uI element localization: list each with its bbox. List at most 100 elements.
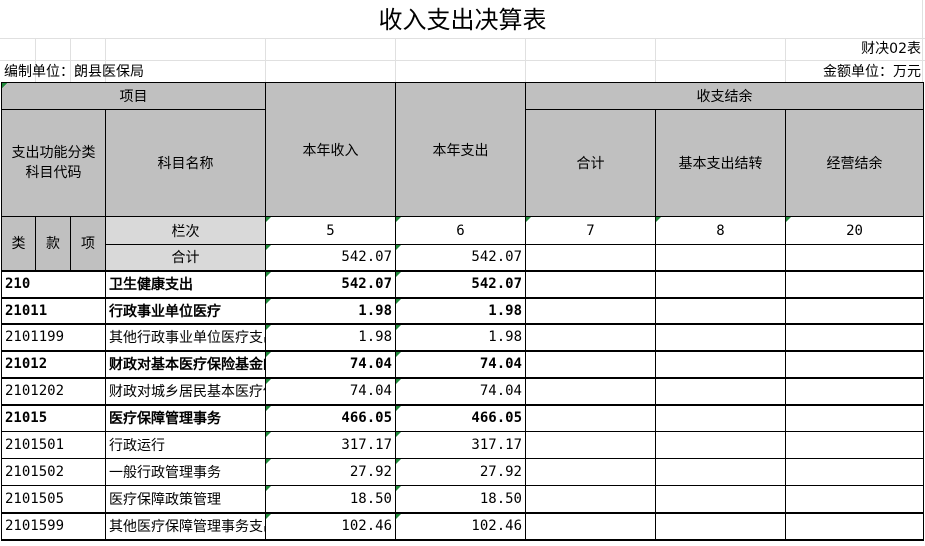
summary-basic-carryover <box>655 244 786 271</box>
row-balance-total <box>525 458 656 486</box>
header-expense: 本年支出 <box>395 82 526 217</box>
summary-label: 合计 <box>105 244 266 271</box>
row-income: 18.50 <box>265 485 396 513</box>
row-operating-balance <box>785 376 924 405</box>
report-title: 收入支出决算表 <box>378 6 547 34</box>
row-expense: 74.04 <box>395 376 526 405</box>
row-name: 财政对城乡居民基本医疗保险基金的补助 <box>105 376 266 405</box>
row-expense: 18.50 <box>395 485 526 513</box>
row-income: 317.17 <box>265 431 396 459</box>
table-row: 210 卫生健康支出 542.07 542.07 <box>1 269 924 298</box>
row-code: 21015 <box>1 403 106 432</box>
row-income: 1.98 <box>265 322 396 351</box>
row-code: 21011 <box>1 296 106 324</box>
row-expense: 466.05 <box>395 403 526 432</box>
header-operating-balance: 经营结余 <box>785 109 924 217</box>
row-income: 542.07 <box>265 269 396 298</box>
row-basic-carryover <box>655 269 786 298</box>
row-name: 其他医疗保障管理事务支出 <box>105 511 266 541</box>
row-basic-carryover <box>655 458 786 486</box>
gridline <box>0 38 925 39</box>
header-subject-name: 科目名称 <box>105 109 266 217</box>
row-operating-balance <box>785 431 924 459</box>
col-no-basic: 8 <box>655 216 786 245</box>
row-operating-balance <box>785 322 924 351</box>
row-operating-balance <box>785 485 924 513</box>
row-name: 其他行政事业单位医疗支出 <box>105 322 266 351</box>
row-expense: 1.98 <box>395 296 526 324</box>
row-income: 74.04 <box>265 349 396 378</box>
row-operating-balance <box>785 511 924 541</box>
row-expense: 74.04 <box>395 349 526 378</box>
gridline <box>265 38 266 82</box>
col-no-expense: 6 <box>395 216 526 245</box>
row-balance-total <box>525 296 656 324</box>
form-code: 财决02表 <box>861 41 921 57</box>
row-operating-balance <box>785 269 924 298</box>
row-balance-total <box>525 376 656 405</box>
gridline <box>655 38 656 82</box>
summary-income: 542.07 <box>265 244 396 271</box>
row-expense: 27.92 <box>395 458 526 486</box>
table-row: 2101505 医疗保障政策管理 18.50 18.50 <box>1 485 924 513</box>
header-basic-carryover: 基本支出结转 <box>655 109 786 217</box>
row-balance-total <box>525 485 656 513</box>
row-name: 医疗保障管理事务 <box>105 403 266 432</box>
row-income: 27.92 <box>265 458 396 486</box>
gridline <box>70 38 71 82</box>
row-balance-total <box>525 322 656 351</box>
compiling-unit: 编制单位：朗县医保局 <box>4 64 144 80</box>
row-operating-balance <box>785 296 924 324</box>
col-no-income: 5 <box>265 216 396 245</box>
row-name: 卫生健康支出 <box>105 269 266 298</box>
gridline <box>105 38 106 82</box>
row-balance-total <box>525 511 656 541</box>
header-kuan: 款 <box>35 216 71 271</box>
table-row: 2101502 一般行政管理事务 27.92 27.92 <box>1 458 924 486</box>
gridline <box>922 0 923 82</box>
row-name: 行政运行 <box>105 431 266 459</box>
row-code: 21012 <box>1 349 106 378</box>
header-balance-group: 收支结余 <box>525 82 924 110</box>
row-code: 2101502 <box>1 458 106 486</box>
row-basic-carryover <box>655 376 786 405</box>
row-code: 2101501 <box>1 431 106 459</box>
row-code: 2101505 <box>1 485 106 513</box>
row-basic-carryover <box>655 296 786 324</box>
row-balance-total <box>525 349 656 378</box>
row-operating-balance <box>785 349 924 378</box>
row-expense: 102.46 <box>395 511 526 541</box>
table-row: 2101199 其他行政事业单位医疗支出 1.98 1.98 <box>1 322 924 351</box>
col-no-operating: 20 <box>785 216 924 245</box>
row-balance-total <box>525 431 656 459</box>
row-basic-carryover <box>655 431 786 459</box>
row-income: 1.98 <box>265 296 396 324</box>
header-balance-total: 合计 <box>525 109 656 217</box>
summary-balance-total <box>525 244 656 271</box>
header-lei: 类 <box>1 216 36 271</box>
row-income: 466.05 <box>265 403 396 432</box>
table-row: 2101599 其他医疗保障管理事务支出 102.46 102.46 <box>1 511 924 541</box>
row-basic-carryover <box>655 322 786 351</box>
row-expense: 1.98 <box>395 322 526 351</box>
table-row: 2101202 财政对城乡居民基本医疗保险基金的补助 74.04 74.04 <box>1 376 924 405</box>
row-basic-carryover <box>655 511 786 541</box>
table-row: 21011 行政事业单位医疗 1.98 1.98 <box>1 296 924 324</box>
row-expense: 542.07 <box>395 269 526 298</box>
summary-expense: 542.07 <box>395 244 526 271</box>
gridline <box>785 38 786 82</box>
row-code: 2101202 <box>1 376 106 405</box>
row-name: 财政对基本医疗保险基金的补助 <box>105 349 266 378</box>
row-basic-carryover <box>655 403 786 432</box>
row-name: 行政事业单位医疗 <box>105 296 266 324</box>
row-basic-carryover <box>655 485 786 513</box>
header-xiang: 项 <box>70 216 106 271</box>
table-row: 21015 医疗保障管理事务 466.05 466.05 <box>1 403 924 432</box>
row-name: 医疗保障政策管理 <box>105 485 266 513</box>
income-expense-table: 项目 本年收入 本年支出 收支结余 支出功能分类科目代码 科目名称 合计 基本支… <box>1 82 924 541</box>
gridline <box>35 38 36 82</box>
row-income: 102.46 <box>265 511 396 541</box>
header-item: 项目 <box>1 82 266 110</box>
table-row: 2101501 行政运行 317.17 317.17 <box>1 431 924 459</box>
